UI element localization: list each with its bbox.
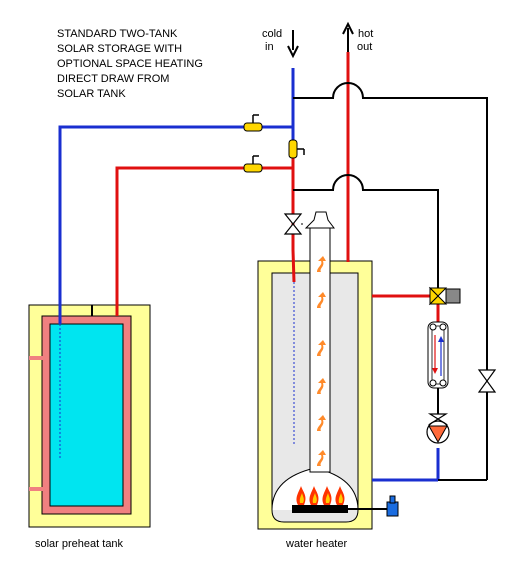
lower-crossover: [293, 174, 439, 288]
solar-hot-to-mixing: [115, 150, 295, 316]
hot-pipes: [115, 52, 440, 322]
gas-valve-aquastat: [386, 501, 399, 517]
water-heater-label: water heater: [286, 538, 348, 550]
upper-crossover: [293, 82, 488, 370]
title-line-4: DIRECT DRAW FROM: [57, 73, 170, 85]
cold-pipes: [58, 68, 440, 482]
three-way-mixing-valve[interactable]: [428, 286, 461, 306]
title-line-3: OPTIONAL SPACE HEATING: [57, 58, 203, 70]
hot-out-label-line2: out: [357, 41, 373, 53]
check-valve-bypass: [477, 369, 497, 393]
water-heater: [257, 211, 399, 530]
solar-side-port-lower: [29, 487, 43, 491]
title-line-1: STANDARD TWO-TANK: [57, 28, 178, 40]
title-line-5: SOLAR TANK: [57, 88, 126, 100]
cold-feed-to-solar-tank: [58, 125, 293, 324]
cold-in-label-line2: in: [265, 41, 274, 53]
heat-exchanger: [427, 321, 449, 389]
valve-actuator: [445, 288, 461, 304]
circulator-pump: [426, 420, 450, 444]
title-line-2: SOLAR STORAGE WITH: [57, 43, 183, 55]
hot-out-arrow: [342, 21, 354, 52]
ball-valve-hot[interactable]: [243, 155, 263, 173]
ball-valve-bypass[interactable]: [288, 139, 305, 159]
ball-valve-cold[interactable]: [243, 114, 263, 132]
burner-flames: [296, 486, 345, 505]
heater-inlet-drop: [291, 233, 296, 283]
solar-preheat-tank: [28, 304, 151, 528]
solar-side-port-upper: [29, 356, 43, 360]
burner: [292, 505, 348, 513]
cold-in-label-line1: cold: [262, 28, 283, 40]
hot-out-label-line1: hot: [358, 28, 374, 40]
heating-loop-pipes: [293, 82, 488, 481]
draft-hood: [304, 211, 335, 229]
check-valve-heater-inlet: [283, 213, 303, 235]
cold-in-arrow: [287, 30, 299, 59]
solar-tank-label: solar preheat tank: [35, 538, 124, 550]
solar-tank-water: [49, 323, 124, 507]
